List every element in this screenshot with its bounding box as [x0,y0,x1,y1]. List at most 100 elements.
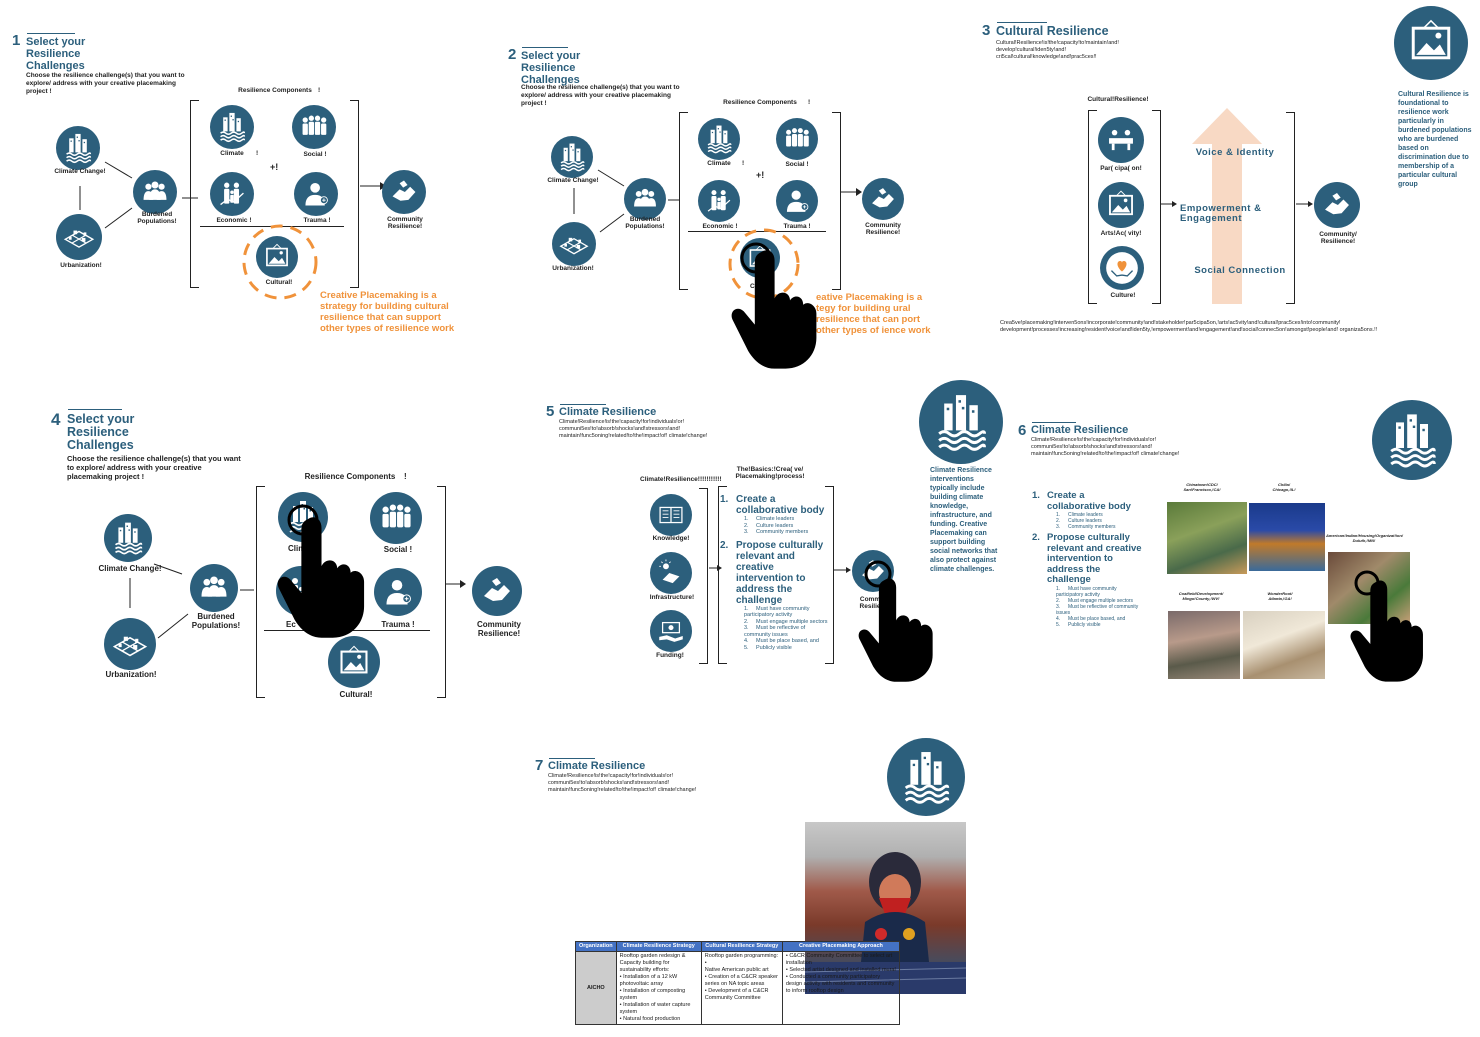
community-hands-icon[interactable] [472,566,522,616]
city-flood-icon[interactable] [887,738,965,816]
photo5-caption: WonderRoot/ Atlanta,!GA! [1267,591,1293,601]
result-arrow [446,580,466,588]
urbanization-label: Urbanization! [105,670,157,679]
city-flood-icon[interactable] [1372,400,1452,480]
city-flood-icon[interactable] [104,514,152,562]
substeps-1: 1.Climate leaders 2.Culture leaders 3.Co… [744,516,809,535]
table-cell-cultural: Rooftop garden programming: • Native Ame… [700,951,783,1025]
components-bang: ! [808,99,811,106]
climate-resilience-heading: Climate!Resilience!!!!!!!!!!! [640,476,722,483]
tap-ring [287,504,319,536]
social-connection-label: Social Connection [1194,265,1286,276]
crowd-icon[interactable] [776,118,818,160]
table-cell-climate: Rooftop garden redesign & Capacity build… [615,951,702,1025]
photo-atlanta[interactable] [1243,611,1325,679]
person-medical-icon[interactable] [776,180,818,222]
flow-arrow [1160,201,1177,207]
culture-label: Culture! [1110,292,1136,299]
urban-grid-icon[interactable] [552,222,596,266]
city-flood-icon[interactable] [56,126,100,170]
community-hands-icon[interactable] [1314,182,1360,228]
photo-chicago[interactable] [1249,503,1325,571]
community-label: Community Resilience! [387,216,423,230]
frame-icon[interactable] [328,636,380,688]
social-label: Social ! [303,151,327,158]
urbanization-label: Urbanization! [552,265,594,272]
people-icon[interactable] [133,170,177,214]
book-icon[interactable] [650,494,692,536]
urban-grid-icon[interactable] [104,618,156,670]
solar-panel-icon[interactable] [650,552,692,594]
family-icon[interactable] [210,172,254,216]
photo3-caption: American!Indian!Housing!Organizat!ion/ D… [1326,533,1403,543]
step4-description: Choose the resilience challenge(s) that … [67,454,241,481]
step3-number: 3 [982,22,991,39]
step7-number: 7 [535,757,544,774]
components-bang: ! [318,87,321,94]
table-header-climate: Climate Resilience Strategy [615,941,702,952]
economic-label: Ec [286,620,296,629]
trauma-label: Trauma ! [381,620,415,629]
community-label: Community/ Resilience! [1319,231,1357,245]
crowd-icon[interactable] [292,105,336,149]
step3-footer: Crea5ve!placemaking!interven5ons!incorpo… [1000,320,1378,333]
person-medical-icon[interactable] [374,568,422,616]
money-hand-icon[interactable] [650,610,692,652]
photo4-caption: Coalfield!Development/ Mingo!County,!WV! [1178,591,1224,601]
placemaking-note: eative Placemaking is a tegy for buildin… [816,292,931,336]
participation-icon[interactable] [1098,117,1144,163]
people-icon[interactable] [624,178,666,220]
arts-frame-icon[interactable] [1098,182,1144,228]
funding-label: Funding! [656,652,684,659]
people-icon[interactable] [190,564,238,612]
urbanization-label: Urbanization! [60,262,102,269]
components-bang: ! [404,472,407,481]
heart-hands-icon[interactable] [1100,246,1144,290]
knowledge-label: Knowledge! [652,535,690,542]
placemaking-steps: 1.Create a collaborative body 1.Climate … [1032,490,1144,628]
placemaking-note: Creative Placemaking is a strategy for b… [320,290,455,334]
crowd-icon[interactable] [370,492,422,544]
components-title: Resilience Components [304,472,396,481]
step1-description: Choose the resilience challenge(s) that … [26,72,185,95]
frame-icon[interactable] [256,236,298,278]
city-flood-icon[interactable] [551,136,593,178]
climate-icon[interactable] [210,105,254,149]
cultural-highlight-ring [728,228,800,300]
frame-icon[interactable] [1394,6,1468,80]
city-flood-icon[interactable] [919,380,1003,464]
empowerment-label: Empowerment & Engagement [1180,203,1262,224]
climate-bang: ! [742,160,745,167]
table-header-approach: Creative Placemaking Approach [781,941,901,952]
person-medical-icon[interactable] [294,172,338,216]
cultural-highlight-ring [242,224,318,300]
substeps-2: 1.Must have community participatory acti… [1056,585,1139,628]
climate-bang: ! [256,150,259,157]
family-icon[interactable] [698,180,740,222]
cultural-label: Cultural! [265,279,293,286]
step2-title: Select your Resilience Challenges [521,50,581,86]
connector-arrows [129,563,254,639]
table-cell-approach: • C&CR Community Committee to select art… [781,951,901,1025]
strategy-table: Organization Climate Resilience Strategy… [575,941,901,1025]
photo-chinatown[interactable] [1167,502,1247,574]
climate-label: Clim [288,544,306,553]
community-hands-icon[interactable] [862,178,904,220]
urban-grid-icon[interactable] [56,214,102,260]
step5-title: Climate Resilience [559,406,657,418]
components-title: Resilience Components [238,87,312,94]
result-arrow [834,567,851,573]
photo-duluth[interactable] [1328,552,1410,624]
photo-mingo-county[interactable] [1168,611,1240,679]
community-hands-icon[interactable] [382,170,426,214]
participation-label: Par( cipa( on! [1100,165,1142,172]
infrastructure-label: Infrastructure! [649,594,695,601]
climate-icon[interactable] [698,118,740,160]
result-arrow [1296,201,1313,207]
step-item-2: Propose culturally relevant and creative… [1047,532,1142,585]
upward-arrow [1192,108,1262,304]
social-label: Social ! [785,161,809,168]
step3-title: Cultural Resilience [996,24,1109,38]
tap-ring [740,242,772,274]
voice-identity-label: Voice & Identity [1195,147,1275,158]
